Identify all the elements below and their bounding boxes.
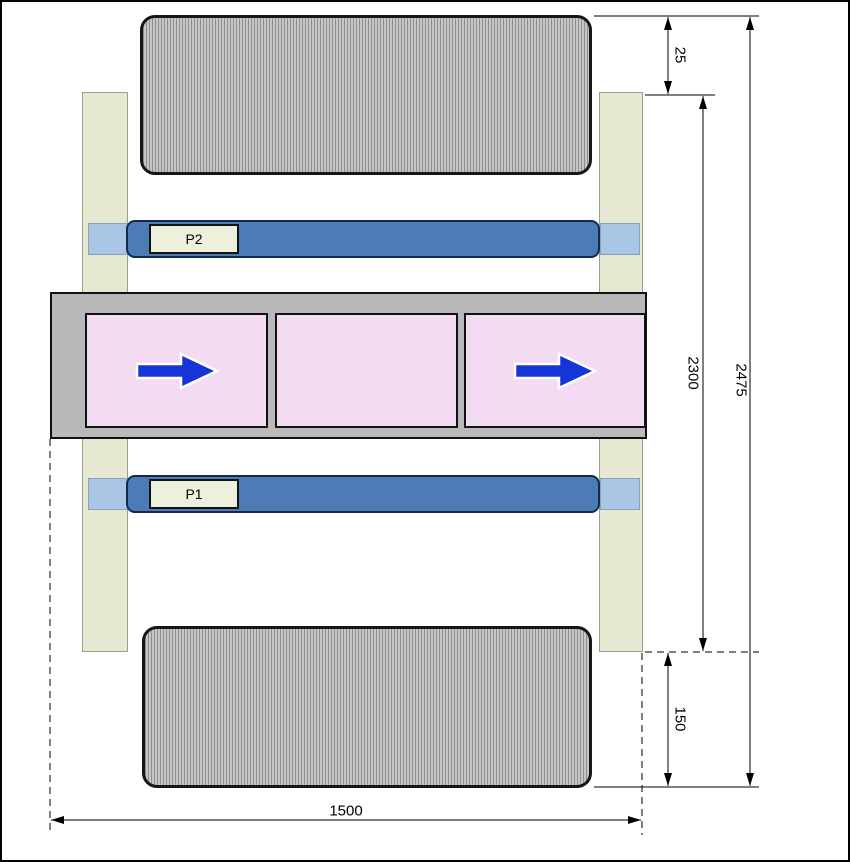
belt-p1-left-cap: [88, 478, 128, 510]
belt-p2-right-cap: [600, 223, 640, 255]
belt-p1-label: P1: [185, 486, 203, 502]
arrowhead-down: [664, 81, 672, 94]
belt-p1-right-cap: [600, 478, 640, 510]
right-arrow-icon: [513, 351, 598, 390]
product-panel-1: [85, 313, 268, 428]
product-panel-3: [464, 313, 646, 428]
belt-p1-label-box: P1: [149, 479, 239, 509]
dimension-label-inner-height: 2300: [684, 356, 702, 390]
arrowhead-up: [664, 653, 672, 666]
arrowhead-down: [746, 773, 754, 786]
arrowhead-down: [699, 638, 707, 651]
arrowhead-up: [699, 96, 707, 109]
arrowhead-up: [746, 17, 754, 30]
right-arrow-icon: [135, 351, 220, 390]
dimension-label-width: 1500: [329, 802, 363, 820]
top-roller: [140, 15, 592, 175]
belt-p2-label: P2: [185, 231, 203, 247]
belt-p2-left-cap: [88, 223, 128, 255]
bottom-roller: [142, 626, 592, 788]
belt-p2-label-box: P2: [149, 224, 239, 254]
dimension-label-top-offset: 25: [671, 46, 689, 64]
product-panel-2: [275, 313, 458, 428]
arrowhead-left: [51, 816, 64, 824]
arrowhead-down: [664, 773, 672, 786]
right-arrow-shape: [513, 351, 598, 390]
dimension-label-total-height: 2475: [732, 363, 750, 397]
arrowhead-right: [628, 816, 641, 824]
dimension-label-bottom-offset: 150: [671, 706, 689, 732]
arrowhead-up: [664, 17, 672, 30]
right-arrow-shape: [135, 351, 220, 390]
